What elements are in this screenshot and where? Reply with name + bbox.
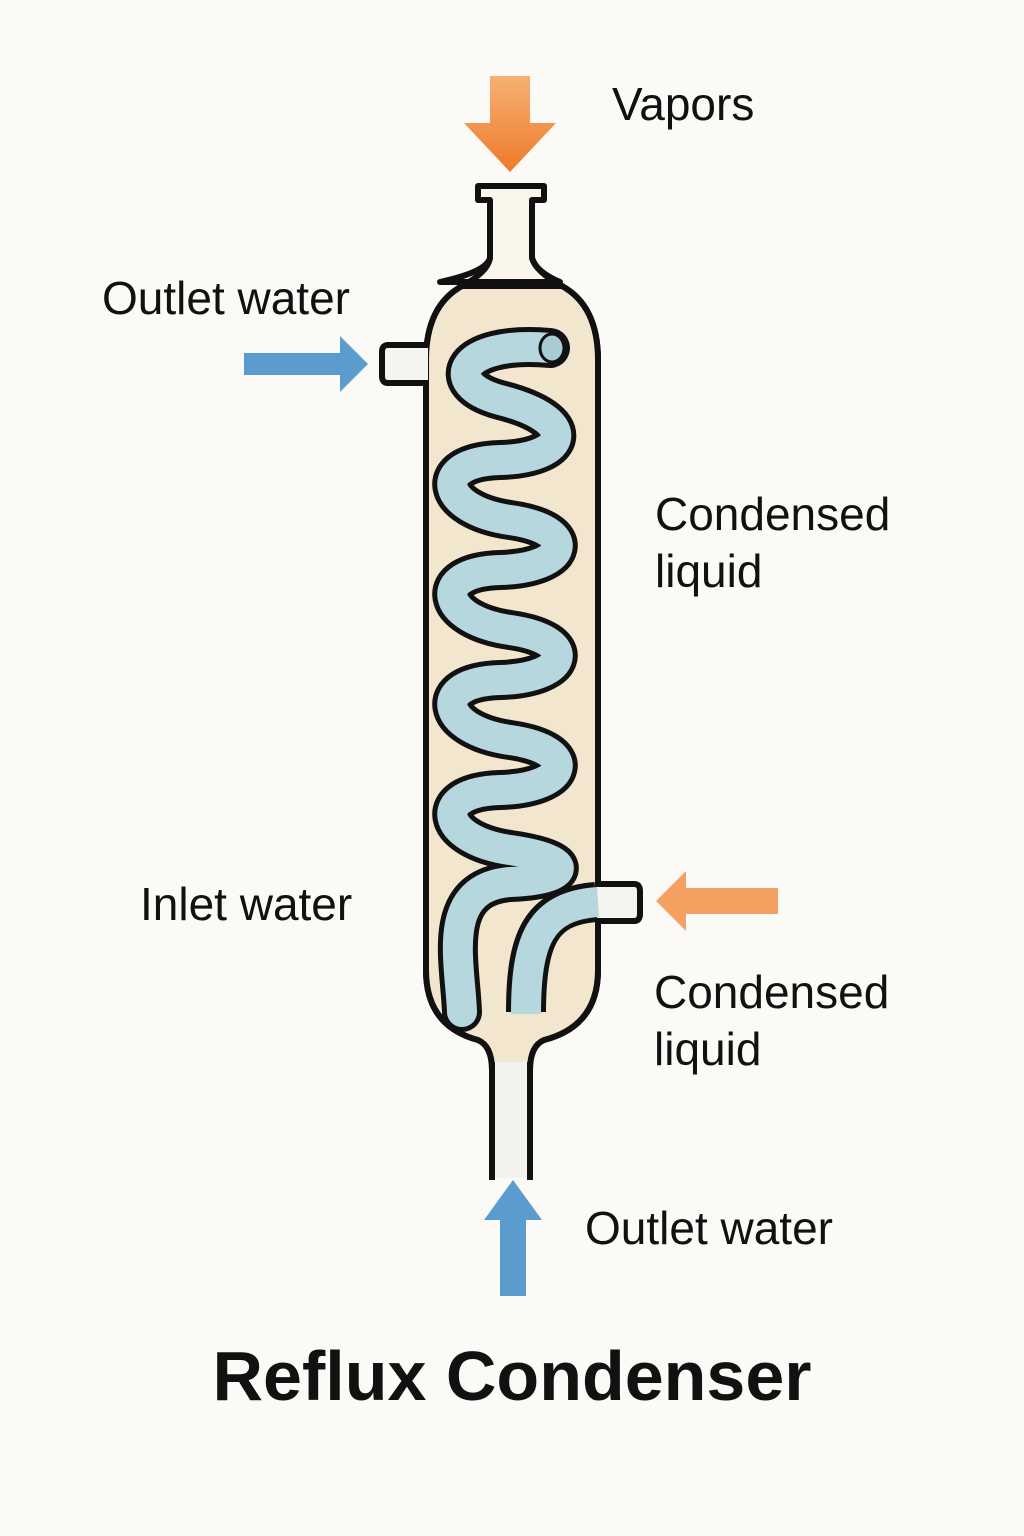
outlet-water-top-label: Outlet water [102,272,350,324]
outlet-water-port [379,342,428,386]
inlet-water-label: Inlet water [140,878,353,930]
outlet-water-bottom-arrow-icon [484,1180,542,1296]
condensed-liquid-port [596,881,643,924]
outlet-water-bottom-label: Outlet water [585,1202,833,1254]
outlet-water-arrow-icon [244,336,368,392]
vapors-label: Vapors [612,78,755,130]
condensed-liquid-top-label-line2: liquid [655,545,763,597]
vapors-arrow-icon [464,76,556,172]
condensed-liquid-top-label-line1: Condensed [655,488,891,540]
top-neck [437,183,563,285]
condensed-liquid-bottom-label-line2: liquid [654,1023,762,1075]
condensed-liquid-arrow-icon [656,871,778,931]
condensed-liquid-bottom-label-line1: Condensed [654,966,890,1018]
diagram-title: Reflux Condenser [212,1337,812,1415]
